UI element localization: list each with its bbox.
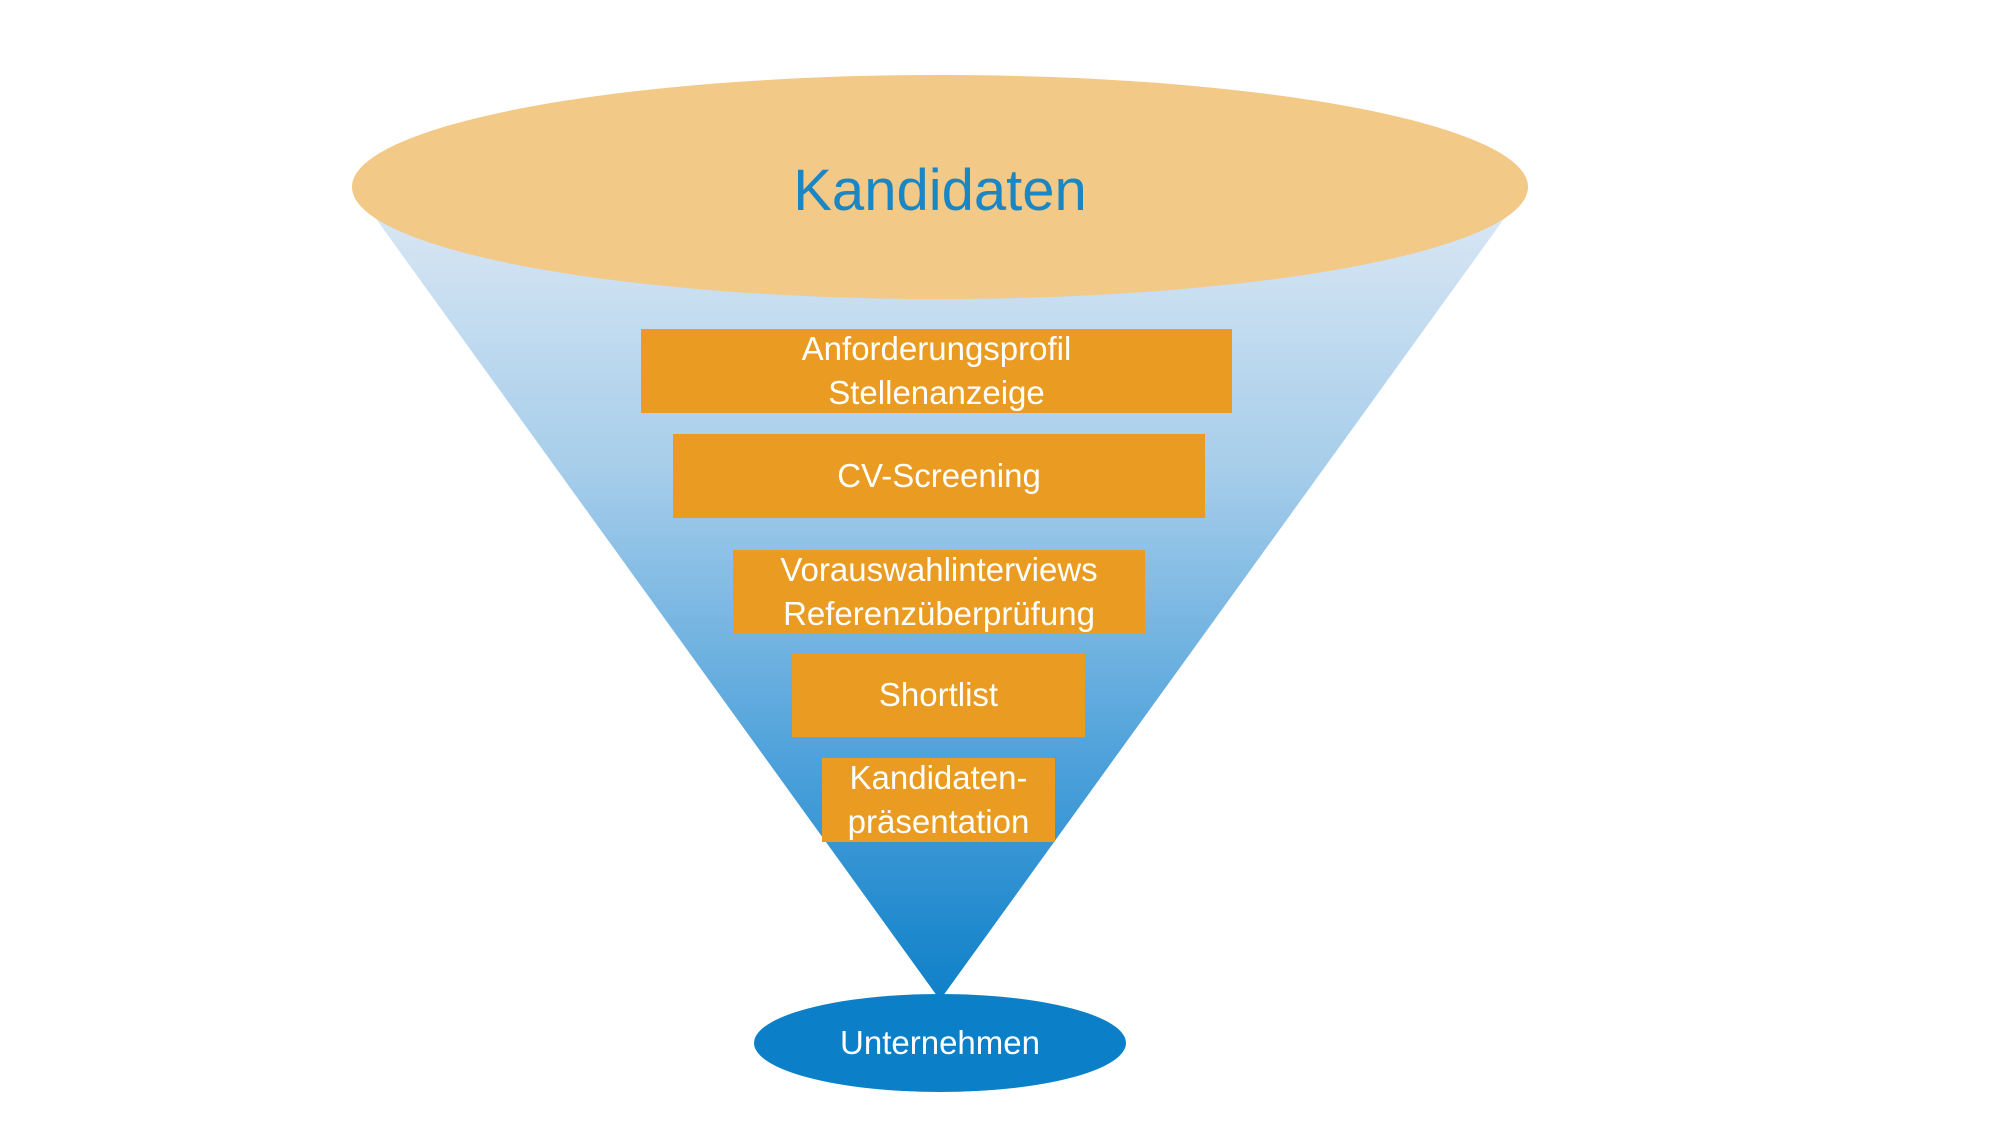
funnel-stage-presentation: Kandidaten- präsentation (822, 758, 1055, 842)
bottom-label: Unternehmen (840, 1023, 1040, 1061)
top-label: Kandidaten (793, 157, 1087, 223)
funnel-stage-interviews: Vorauswahlinterviews Referenzüberprüfung (733, 550, 1145, 634)
funnel-stage-requirements: Anforderungsprofil Stellenanzeige (641, 329, 1232, 413)
stage-line: Anforderungsprofil (801, 330, 1072, 367)
stage-line: Stellenanzeige (828, 374, 1045, 411)
funnel-stage-shortlist: Shortlist (792, 653, 1085, 737)
bottom-ellipse (754, 994, 1126, 1092)
top-ellipse (352, 75, 1528, 299)
stage-line: präsentation (847, 803, 1030, 840)
stage-line: Vorauswahlinterviews (780, 551, 1098, 588)
stage-line: CV-Screening (837, 457, 1041, 494)
stage-line: Kandidaten- (849, 759, 1028, 796)
funnel-stage-cv-screening: CV-Screening (673, 434, 1205, 518)
stage-line: Shortlist (878, 676, 999, 713)
stage-line: Referenzüberprüfung (783, 595, 1095, 632)
